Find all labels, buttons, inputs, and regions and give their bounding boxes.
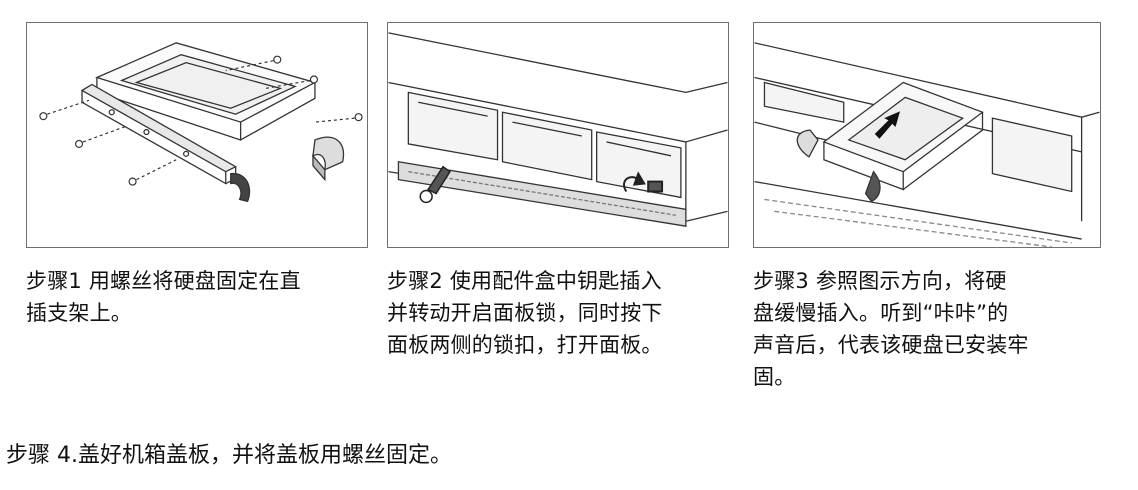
step3-caption-line: 步骤3 参照图示方向，将硬 bbox=[753, 269, 1007, 293]
step2-caption: 步骤2 使用配件盒中钥匙插入 并转动开启面板锁，同时按下 面板两侧的锁扣，打开面… bbox=[387, 265, 739, 361]
step2-illustration-frame bbox=[387, 22, 729, 248]
step2-caption-line: 面板两侧的锁扣，打开面板。 bbox=[387, 333, 663, 357]
hdd-insert-arrow-illustration bbox=[754, 42, 1100, 247]
hdd-bracket-screws-illustration bbox=[39, 42, 363, 203]
step4-text: 步骤 4.盖好机箱盖板，并将盖板用螺丝固定。 bbox=[6, 443, 452, 468]
step1-illustration-frame bbox=[26, 22, 368, 248]
step3-caption-line: 声音后，代表该硬盘已安装牢 bbox=[753, 333, 1029, 357]
step1-caption-line: 插支架上。 bbox=[26, 301, 132, 325]
step2-caption-line: 步骤2 使用配件盒中钥匙插入 bbox=[387, 269, 662, 293]
step1-caption-line: 步骤1 用螺丝将硬盘固定在直 bbox=[26, 269, 301, 293]
step2-caption-line: 并转动开启面板锁，同时按下 bbox=[387, 301, 663, 325]
step3-caption: 步骤3 参照图示方向，将硬 盘缓慢插入。听到“咔咔”的 声音后，代表该硬盘已安装… bbox=[753, 265, 1105, 393]
step1-caption: 步骤1 用螺丝将硬盘固定在直 插支架上。 bbox=[26, 265, 374, 329]
step3-caption-line: 固。 bbox=[753, 365, 796, 389]
step3-illustration-frame bbox=[753, 22, 1101, 248]
step3-caption-line: 盘缓慢插入。听到“咔咔”的 bbox=[753, 301, 1009, 325]
panel-key-unlock-illustration bbox=[388, 32, 728, 227]
